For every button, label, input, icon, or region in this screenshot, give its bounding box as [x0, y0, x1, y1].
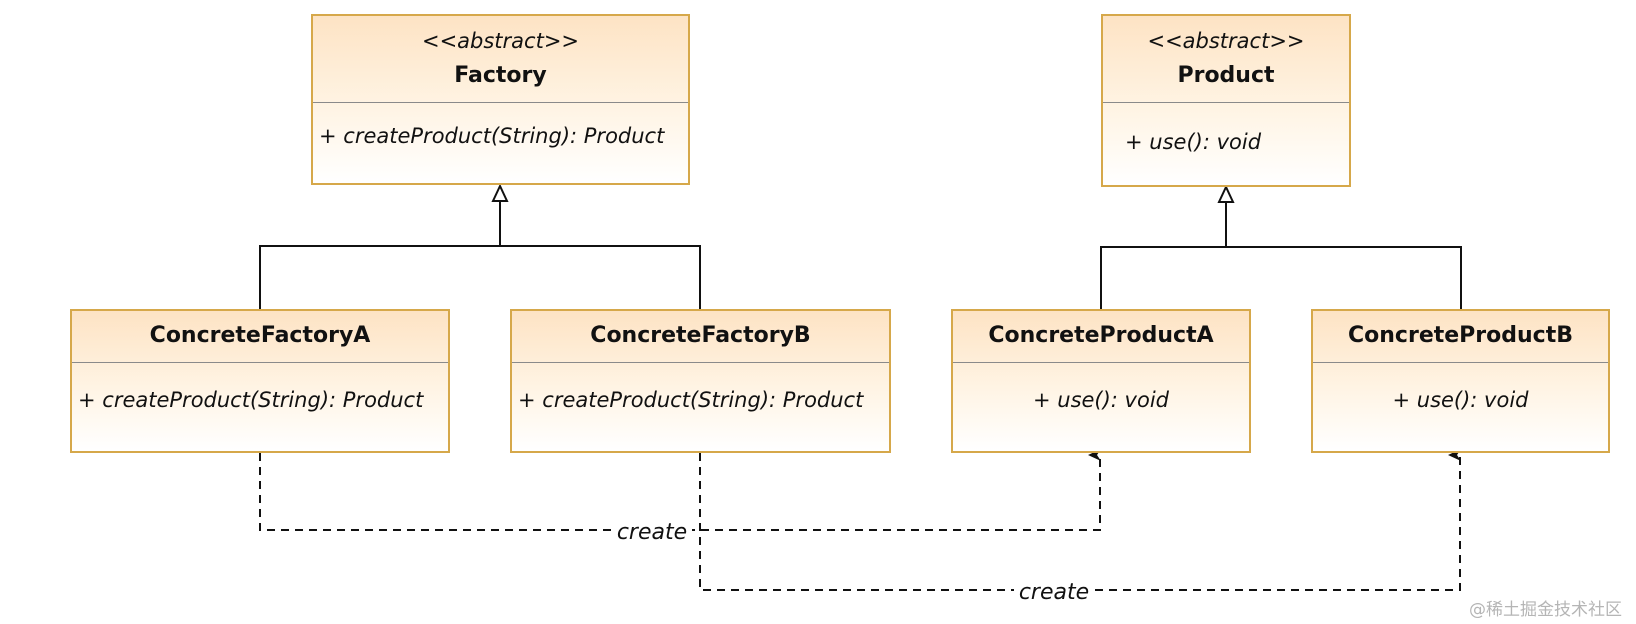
factory-operation: + createProduct(String): Product: [319, 124, 665, 148]
inheritance-product: [1100, 202, 1462, 309]
dependency-create-b: [699, 449, 1461, 591]
concrete-factory-a-header: ConcreteFactoryA: [72, 311, 448, 363]
concrete-factory-b-class[interactable]: ConcreteFactoryB + createProduct(String)…: [510, 309, 891, 453]
inheritance-arrowhead-factory: [491, 183, 509, 202]
concrete-product-a-name: ConcreteProductA: [988, 323, 1214, 348]
concrete-factory-b-name: ConcreteFactoryB: [590, 323, 811, 348]
factory-operations: + createProduct(String): Product: [313, 104, 688, 183]
concrete-factory-a-operations: + createProduct(String): Product: [72, 364, 448, 451]
concrete-product-b-name: ConcreteProductB: [1348, 323, 1573, 348]
factory-class[interactable]: <<abstract>> Factory + createProduct(Str…: [311, 14, 690, 185]
product-name: Product: [1177, 63, 1275, 88]
concrete-product-a-operation: + use(): void: [1032, 388, 1170, 412]
create-b-label: create: [1019, 580, 1089, 605]
concrete-product-b-class[interactable]: ConcreteProductB + use(): void: [1311, 309, 1610, 453]
concrete-product-b-operations: + use(): void: [1313, 364, 1608, 451]
factory-header: <<abstract>> Factory: [313, 16, 688, 103]
concrete-factory-a-operation: + createProduct(String): Product: [78, 388, 424, 412]
factory-stereotype: <<abstract>>: [421, 29, 580, 53]
concrete-factory-b-operations: + createProduct(String): Product: [512, 364, 889, 451]
product-operations: + use(): void: [1103, 104, 1349, 185]
product-operation: + use(): void: [1125, 130, 1262, 154]
inheritance-arrowhead-product: [1217, 184, 1235, 203]
watermark: @稀土掘金技术社区: [1469, 600, 1622, 620]
concrete-product-a-operations: + use(): void: [953, 364, 1249, 451]
product-stereotype: <<abstract>>: [1147, 29, 1305, 53]
concrete-factory-a-class[interactable]: ConcreteFactoryA + createProduct(String)…: [70, 309, 450, 453]
concrete-product-b-header: ConcreteProductB: [1313, 311, 1608, 363]
concrete-product-a-header: ConcreteProductA: [953, 311, 1249, 363]
concrete-product-b-operation: + use(): void: [1392, 388, 1529, 412]
create-a-label: create: [617, 520, 687, 545]
product-class[interactable]: <<abstract>> Product + use(): void: [1101, 14, 1351, 187]
concrete-factory-b-header: ConcreteFactoryB: [512, 311, 889, 363]
factory-name: Factory: [454, 63, 547, 88]
concrete-product-a-class[interactable]: ConcreteProductA + use(): void: [951, 309, 1251, 453]
concrete-factory-a-name: ConcreteFactoryA: [149, 323, 371, 348]
concrete-factory-b-operation: + createProduct(String): Product: [518, 388, 864, 412]
product-header: <<abstract>> Product: [1103, 16, 1349, 103]
inheritance-factory: [259, 201, 701, 309]
